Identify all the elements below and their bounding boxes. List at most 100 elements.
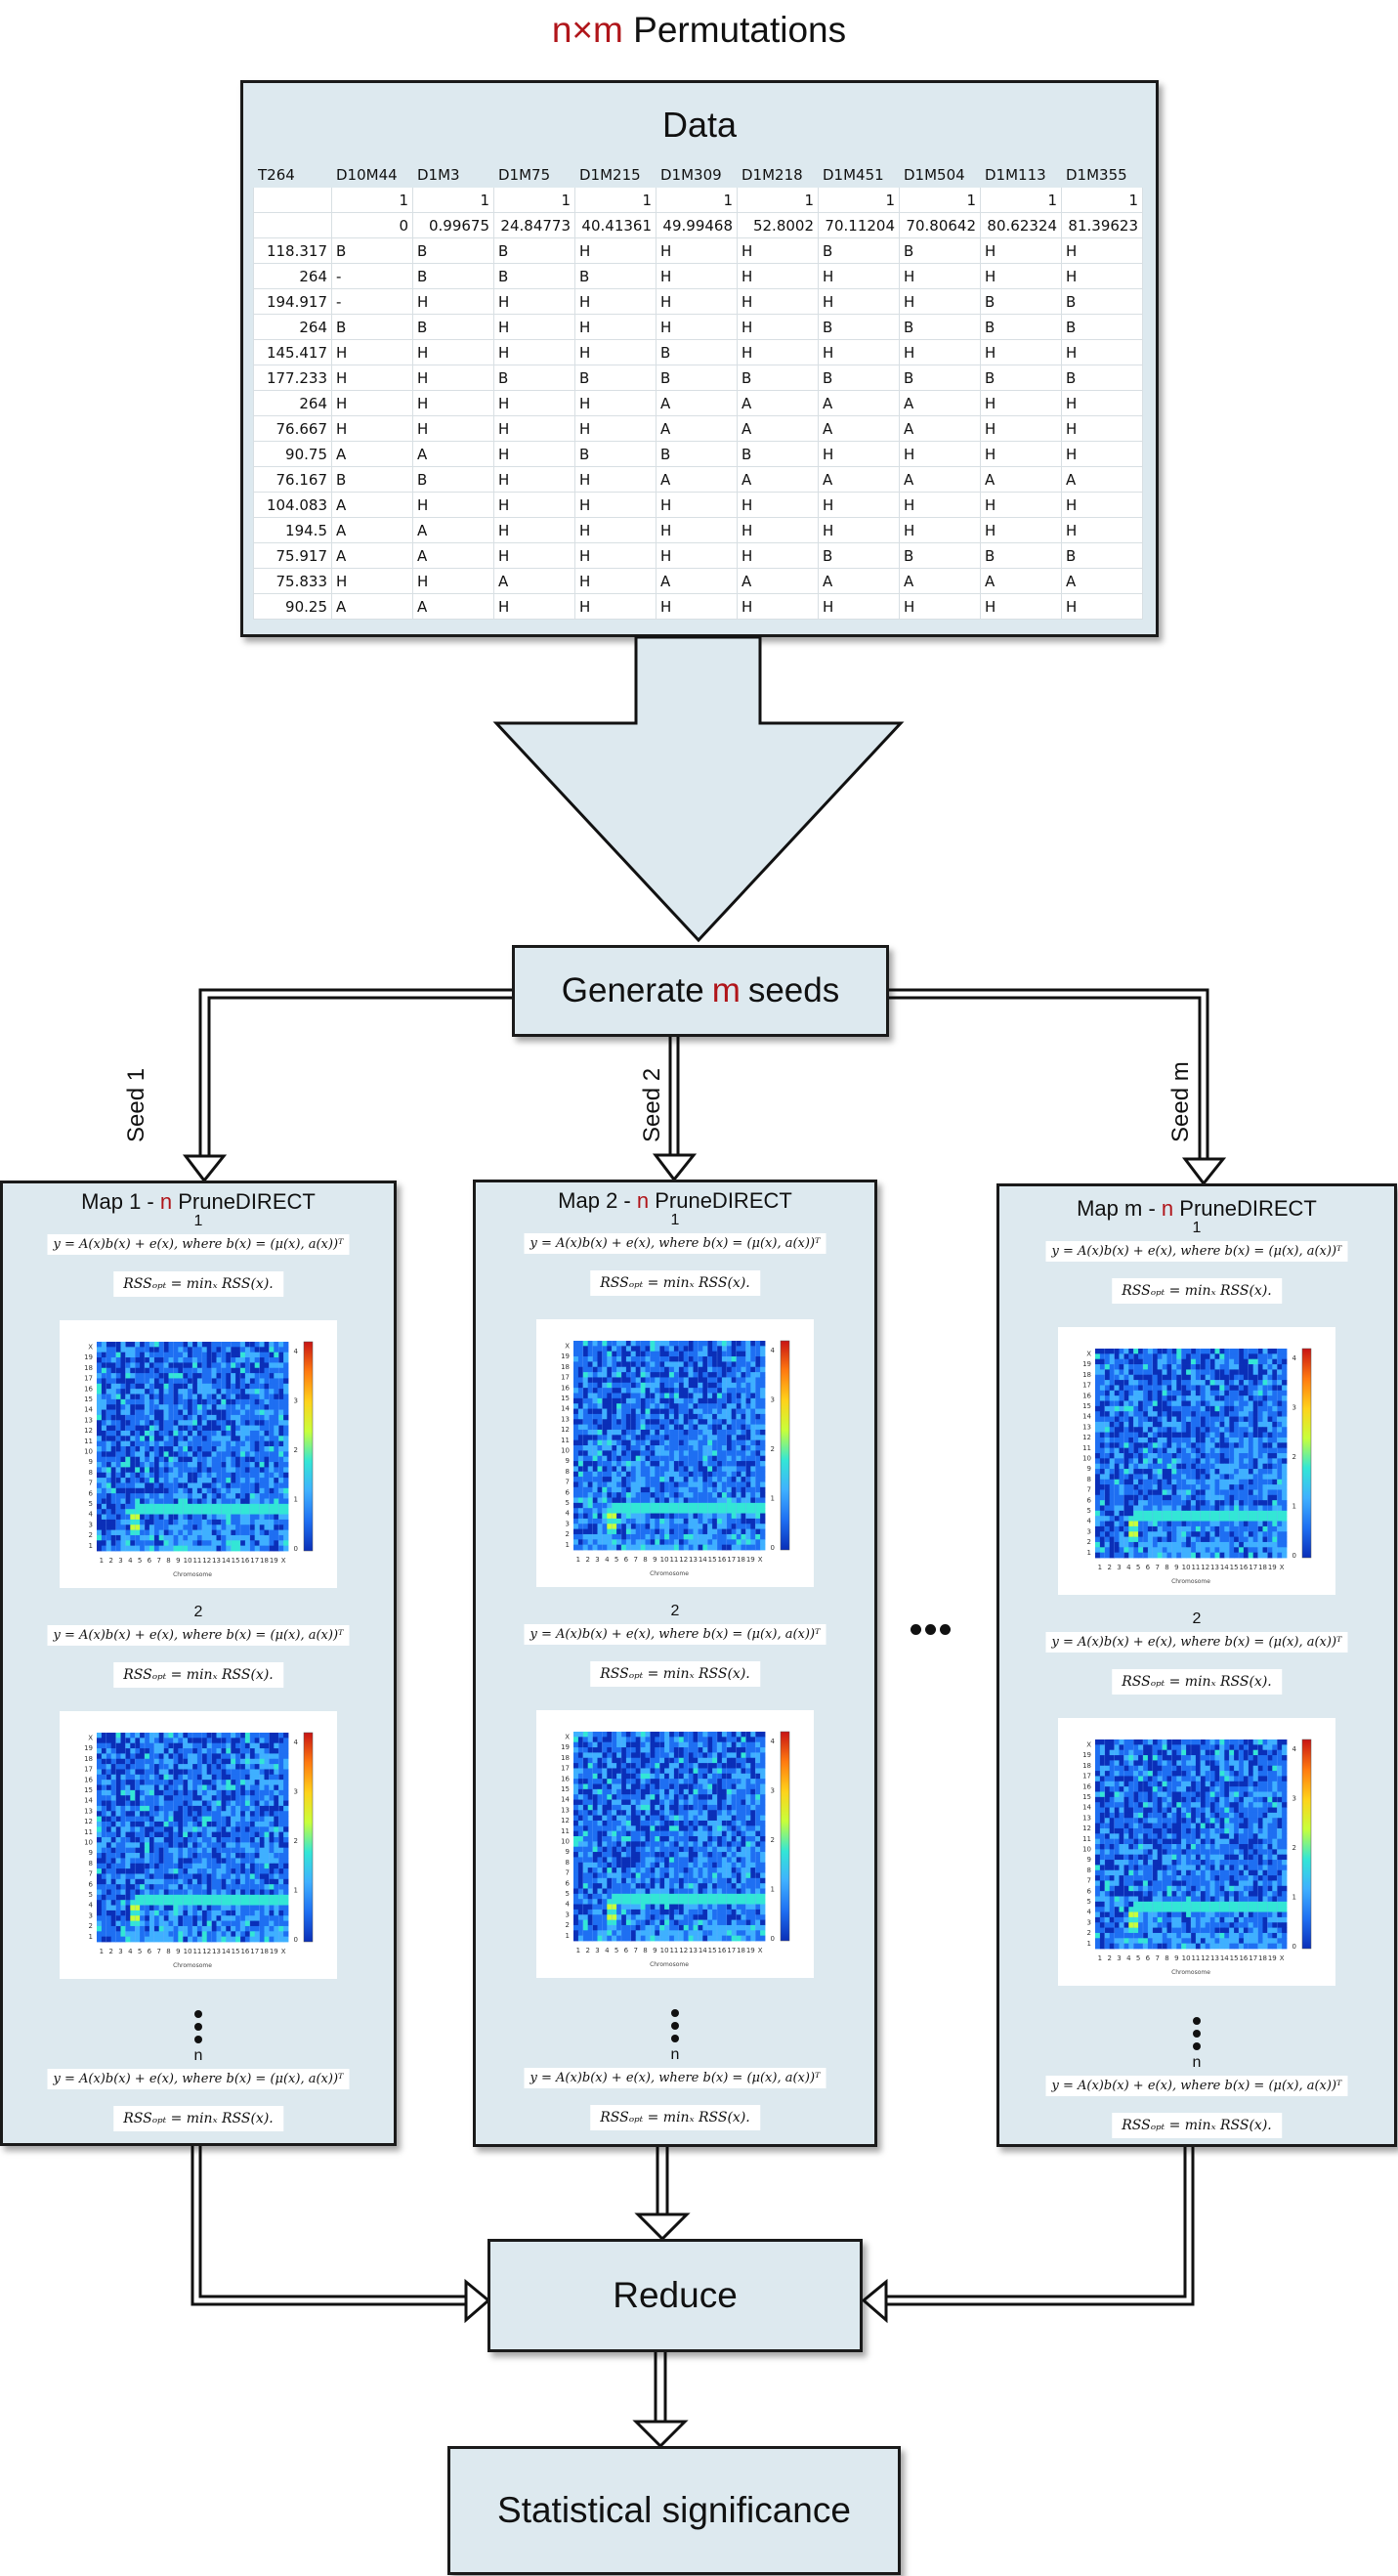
x-tick-label: 16 bbox=[717, 1556, 726, 1564]
colorbar-tick-label: 2 bbox=[771, 1836, 775, 1844]
table-cell: B bbox=[412, 314, 494, 340]
colorbar-tick-label: 4 bbox=[294, 1739, 299, 1746]
y-tick-label: 1 bbox=[566, 1541, 570, 1549]
model-equation: y = A(x)b(x) + e(x), where b(x) = (μ(x),… bbox=[47, 1234, 350, 1255]
y-tick-label: 7 bbox=[1087, 1877, 1091, 1885]
vertical-ellipsis bbox=[669, 2009, 681, 2042]
x-tick-label: 19 bbox=[270, 1557, 278, 1565]
table-cell: A bbox=[1061, 568, 1143, 594]
model-equation: y = A(x)b(x) + e(x), where b(x) = (μ(x),… bbox=[524, 1233, 826, 1254]
table-cell: B bbox=[899, 314, 981, 340]
table-cell: H bbox=[737, 517, 819, 543]
table-cell: B bbox=[656, 339, 738, 365]
map-1-to-reduce-arrow bbox=[191, 2146, 468, 2306]
table-cell: H bbox=[412, 390, 494, 416]
y-tick-label: 15 bbox=[561, 1785, 570, 1793]
table-cell: A bbox=[412, 441, 494, 467]
y-tick-label: 9 bbox=[566, 1457, 570, 1465]
x-tick-label: 8 bbox=[643, 1556, 647, 1564]
colorbar-tick-label: 4 bbox=[294, 1348, 299, 1355]
x-tick-label: X bbox=[281, 1557, 286, 1565]
y-tick-label: 1 bbox=[1087, 1549, 1091, 1557]
x-tick-label: 9 bbox=[653, 1556, 657, 1564]
x-tick-label: 5 bbox=[1136, 1564, 1140, 1571]
table-cell: D1M309 bbox=[656, 161, 738, 188]
y-tick-label: 9 bbox=[1087, 1856, 1091, 1864]
colorbar-tick-label: 0 bbox=[1292, 1943, 1296, 1951]
x-tick-label: X bbox=[758, 1947, 763, 1954]
y-tick-label: 2 bbox=[566, 1530, 570, 1538]
x-tick-label: 18 bbox=[260, 1948, 269, 1955]
x-tick-label: 14 bbox=[1220, 1954, 1229, 1962]
map-1-arrowhead bbox=[464, 2278, 491, 2324]
model-equation: y = A(x)b(x) + e(x), where b(x) = (μ(x),… bbox=[47, 1625, 350, 1646]
x-tick-label: 16 bbox=[1239, 1954, 1248, 1962]
table-cell: H bbox=[818, 441, 900, 467]
colorbar-tick-label: 2 bbox=[771, 1445, 775, 1453]
map-title-suffix: PruneDIRECT bbox=[1173, 1196, 1317, 1221]
y-tick-label: 12 bbox=[561, 1817, 570, 1825]
x-tick-label: 2 bbox=[585, 1947, 589, 1954]
table-cell: H bbox=[818, 492, 900, 518]
table-cell: A bbox=[737, 390, 819, 416]
x-tick-label: 2 bbox=[585, 1556, 589, 1564]
reduce-box: Reduce bbox=[487, 2239, 863, 2352]
x-tick-label: 7 bbox=[156, 1557, 160, 1565]
colorbar-tick-label: 4 bbox=[771, 1347, 776, 1354]
map-title-n: n bbox=[636, 1188, 650, 1213]
y-tick-label: 15 bbox=[1082, 1402, 1091, 1410]
table-cell: H bbox=[331, 365, 413, 391]
model-equation: y = A(x)b(x) + e(x), where b(x) = (μ(x),… bbox=[1045, 2076, 1348, 2096]
x-tick-label: 8 bbox=[1165, 1954, 1168, 1962]
table-cell: H bbox=[656, 492, 738, 518]
y-tick-label: 8 bbox=[1087, 1476, 1091, 1483]
y-tick-label: 13 bbox=[84, 1807, 93, 1815]
x-tick-label: 11 bbox=[192, 1948, 201, 1955]
x-tick-label: 15 bbox=[708, 1556, 717, 1564]
x-tick-label: 10 bbox=[660, 1947, 669, 1954]
y-tick-label: 3 bbox=[1087, 1918, 1091, 1926]
colorbar bbox=[780, 1340, 790, 1551]
table-cell: H bbox=[331, 568, 413, 594]
x-tick-label: 8 bbox=[643, 1947, 647, 1954]
vertical-ellipsis bbox=[1191, 2017, 1203, 2050]
x-tick-label: 15 bbox=[232, 1557, 240, 1565]
y-tick-label: 18 bbox=[1082, 1762, 1091, 1770]
x-tick-label: 3 bbox=[595, 1556, 599, 1564]
y-tick-label: 8 bbox=[89, 1469, 93, 1477]
table-cell: A bbox=[980, 568, 1062, 594]
diagram-title: n×m Permutations bbox=[551, 10, 847, 50]
y-tick-label: 14 bbox=[561, 1405, 570, 1413]
x-tick-label: 15 bbox=[232, 1948, 240, 1955]
x-tick-label: 5 bbox=[614, 1556, 618, 1564]
y-tick-label: 9 bbox=[566, 1848, 570, 1856]
table-cell: 145.417 bbox=[253, 339, 332, 365]
table-cell: H bbox=[737, 237, 819, 264]
y-tick-label: 9 bbox=[1087, 1465, 1091, 1473]
model-equation: y = A(x)b(x) + e(x), where b(x) = (μ(x),… bbox=[1045, 1632, 1348, 1653]
y-tick-label: 4 bbox=[89, 1511, 94, 1519]
table-cell: D1M218 bbox=[737, 161, 819, 188]
y-tick-label: 5 bbox=[566, 1890, 570, 1898]
table-cell: 76.667 bbox=[253, 415, 332, 442]
y-tick-label: 4 bbox=[1087, 1518, 1092, 1525]
y-tick-label: 1 bbox=[89, 1933, 93, 1941]
x-tick-label: 13 bbox=[689, 1947, 698, 1954]
table-cell: 264 bbox=[253, 314, 332, 340]
y-tick-label: 18 bbox=[84, 1364, 93, 1372]
x-tick-label: 18 bbox=[260, 1557, 269, 1565]
table-cell: 104.083 bbox=[253, 492, 332, 518]
map-title-suffix: PruneDIRECT bbox=[649, 1188, 792, 1213]
colorbar-tick-label: 1 bbox=[771, 1495, 775, 1503]
table-cell: B bbox=[656, 441, 738, 467]
x-tick-label: X bbox=[1280, 1954, 1285, 1962]
